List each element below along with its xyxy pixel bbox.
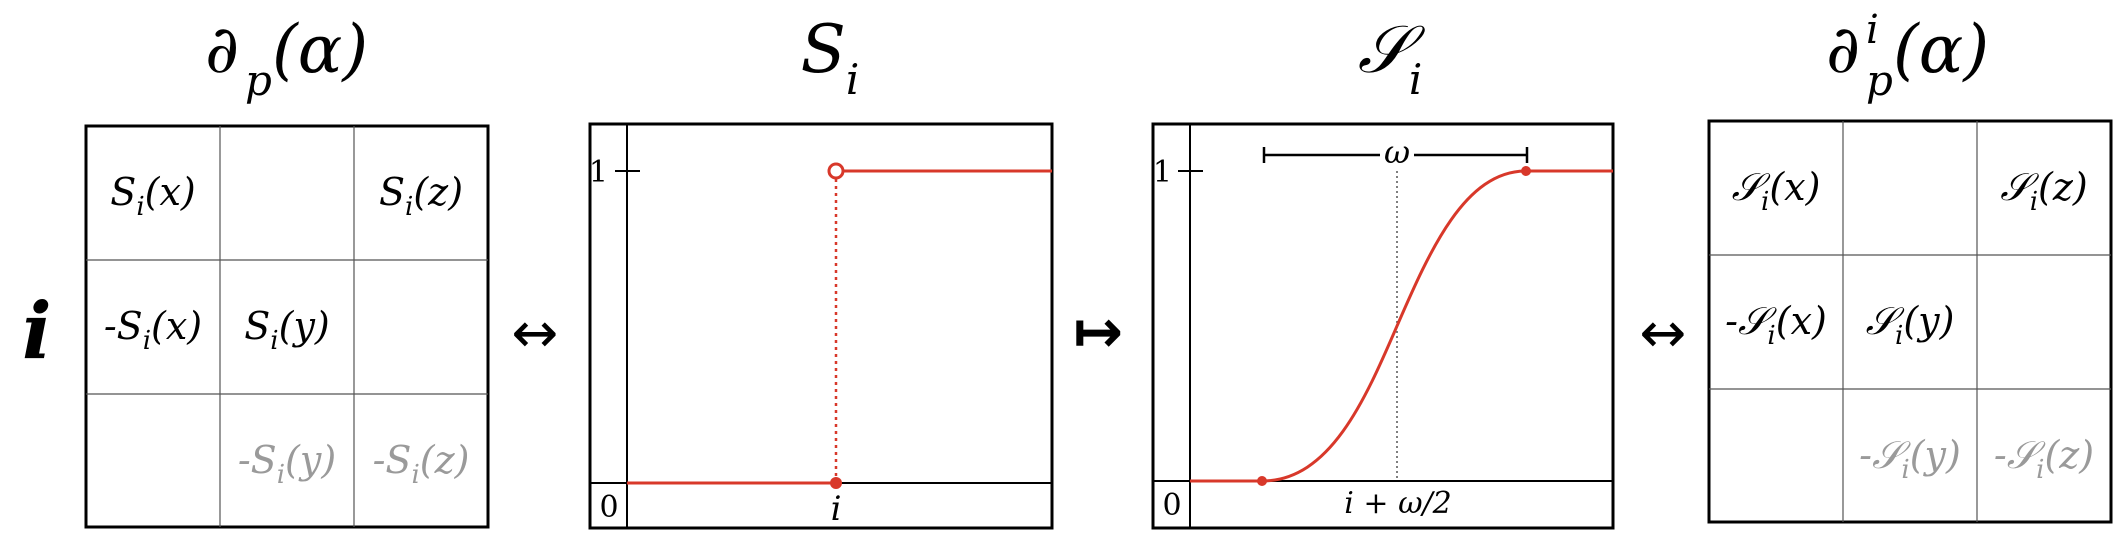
title-step-plot: Si <box>801 11 860 104</box>
title-partial-symbol-right: ∂ <box>1826 11 1860 88</box>
maps-to-arrow: ↦ <box>1073 297 1123 367</box>
matrix-left-cell: Si(z) <box>379 170 463 222</box>
smooth-plot-ytick-0: 0 <box>1162 488 1181 523</box>
matrix-left-frame <box>84 124 490 529</box>
matrix-right-cell: -𝒮i(z) <box>1994 433 2094 485</box>
step-plot-ytick-0: 0 <box>599 490 618 525</box>
smooth-plot-end-point <box>1521 166 1531 176</box>
step-plot-frame <box>588 122 1054 530</box>
width-label-omega: ω <box>1384 133 1410 171</box>
row-label-i: i <box>22 286 52 377</box>
title-alpha-arg-right: (α) <box>1893 11 1989 88</box>
equivalence-arrow-right: ↔ <box>1640 301 1687 366</box>
matrix-right-cell: -𝒮i(y) <box>1859 433 1961 485</box>
matrix-right-cell: -𝒮i(x) <box>1725 299 1827 351</box>
title-subscript-p-right: p <box>1866 56 1893 105</box>
smooth-plot-start-point <box>1257 476 1267 486</box>
step-plot-xtick-i: i <box>831 489 842 529</box>
width-label-bg <box>1380 138 1414 168</box>
smooth-plot-curve <box>1190 169 1613 483</box>
title-subscript-p: p <box>245 56 272 105</box>
matrix-right-cell: 𝒮i(z) <box>2000 165 2087 217</box>
title-smooth-plot: 𝒮i <box>1358 11 1426 104</box>
step-plot-ytick-1: 1 <box>589 155 608 190</box>
matrix-left: Si(x) Si(z) -Si(x) Si(y) -Si(y) -Si(z) <box>84 124 490 529</box>
title-partial-symbol: ∂ <box>205 11 239 88</box>
matrix-right-frame <box>1707 119 2113 524</box>
matrix-left-cell: -Si(x) <box>104 304 202 356</box>
smooth-plot: 1 0 i + ω/2 ω <box>1151 122 1615 530</box>
title-superscript-i: i <box>1866 7 1879 53</box>
smooth-plot-frame <box>1151 122 1615 530</box>
matrix-left-cell: Si(y) <box>244 304 330 356</box>
title-matrix-left: ∂ p (α) <box>205 11 368 105</box>
matrix-left-cell: -Si(z) <box>373 438 470 490</box>
title-matrix-right: ∂ i p (α) <box>1826 7 1989 105</box>
title-alpha-arg: (α) <box>272 11 368 88</box>
matrix-left-cell: Si(x) <box>110 170 195 222</box>
step-plot-closed-point <box>830 477 842 489</box>
matrix-right: 𝒮i(x) 𝒮i(z) -𝒮i(x) 𝒮i(y) -𝒮i(y) -𝒮i(z) <box>1707 119 2113 524</box>
equivalence-arrow-left: ↔ <box>512 301 559 366</box>
smooth-plot-ytick-1: 1 <box>1153 155 1172 190</box>
matrix-right-cell: 𝒮i(y) <box>1866 299 1955 351</box>
matrix-left-cell: -Si(y) <box>238 438 336 490</box>
step-plot: 1 0 i <box>588 122 1054 530</box>
smooth-plot-xtick-midpoint: i + ω/2 <box>1344 486 1451 521</box>
step-plot-open-point <box>827 162 845 180</box>
matrix-right-cell: 𝒮i(x) <box>1732 165 1821 217</box>
